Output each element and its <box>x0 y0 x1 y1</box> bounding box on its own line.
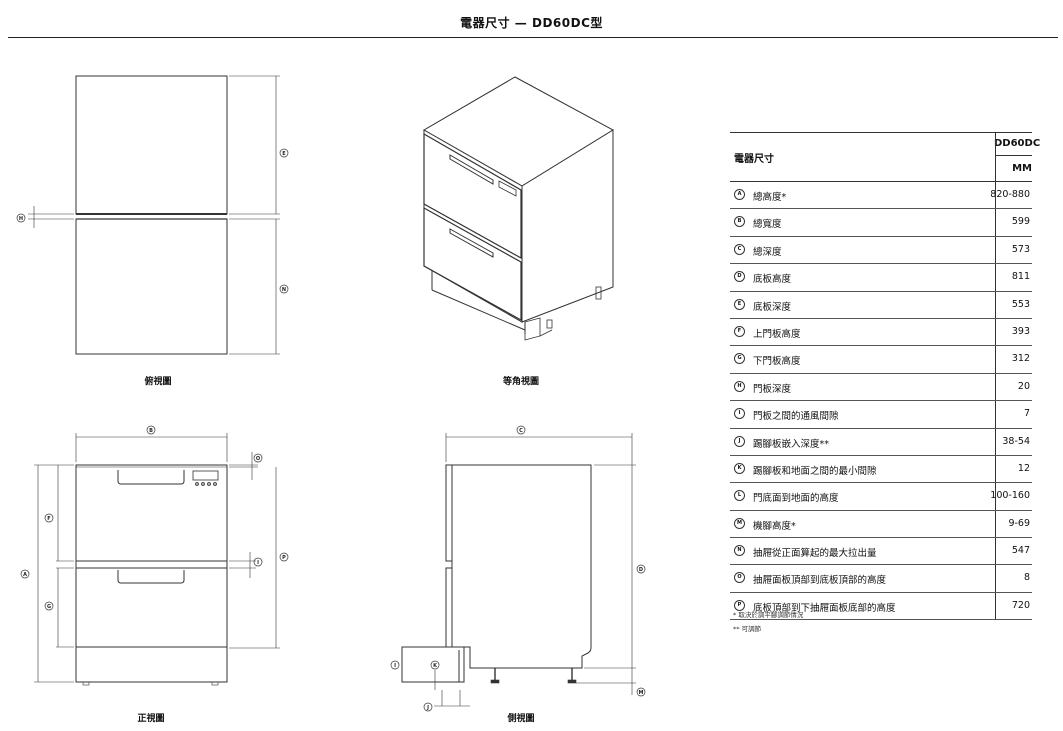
row-label: 上門板高度 <box>753 328 801 340</box>
front-view <box>34 433 280 686</box>
row-key-badge: K <box>734 462 745 474</box>
row-label: 總寬度 <box>753 219 782 231</box>
table-row: B 總寬度 599 <box>730 209 1032 237</box>
row-label: 底板高度 <box>753 274 792 286</box>
footnote-1: * 取決於調平腳調節情況 <box>733 611 804 619</box>
row-label: 踢腳板嵌入深度** <box>753 438 830 450</box>
row-value: 573 <box>1011 243 1030 255</box>
marker-I-side: I <box>394 663 396 669</box>
row-value: 100-160 <box>990 490 1030 502</box>
row-label: 底板深度 <box>753 301 792 313</box>
marker-O: O <box>256 456 260 462</box>
row-key-badge: B <box>734 216 745 228</box>
row-label: 抽屜面板頂部到底板頂部的高度 <box>753 575 887 587</box>
row-key-badge: G <box>734 353 745 365</box>
row-value: 811 <box>1011 271 1030 283</box>
marker-M: M <box>639 690 644 696</box>
marker-J: J <box>426 705 429 711</box>
row-label: 門底面到地面的高度 <box>753 493 839 505</box>
table-row: G 下門板高度 312 <box>730 346 1032 374</box>
table-unit: MM <box>1012 163 1032 174</box>
marker-K: K <box>433 663 438 669</box>
row-value: 12 <box>1017 462 1030 474</box>
top-view <box>28 75 280 355</box>
marker-E: E <box>282 151 286 157</box>
table-row: J 踢腳板嵌入深度** 38-54 <box>730 428 1032 456</box>
row-key-badge: I <box>734 408 745 420</box>
marker-G: G <box>47 604 51 610</box>
table-row: H 門板深度 20 <box>730 373 1032 402</box>
iso-view <box>422 76 614 341</box>
row-value: 8 <box>1023 572 1030 584</box>
table-row: C 總深度 573 <box>730 236 1032 265</box>
table-model: DD60DC <box>994 138 1041 149</box>
marker-H: H <box>19 216 23 222</box>
row-key-badge: C <box>734 243 745 255</box>
row-key-badge: H <box>734 380 745 392</box>
row-label: 總深度 <box>753 246 782 258</box>
row-label: 底板頂部到下抽屜面板底部的高度 <box>753 602 896 614</box>
row-value: 599 <box>1011 216 1030 228</box>
footnote-2: ** 可調節 <box>733 625 762 633</box>
row-value: 38-54 <box>1002 435 1030 447</box>
table-row: O 抽屜面板頂部到底板頂部的高度 8 <box>730 565 1032 593</box>
row-key-badge: N <box>734 545 745 557</box>
row-label: 下門板高度 <box>753 356 801 368</box>
title-divider <box>8 37 1058 38</box>
row-value: 547 <box>1011 545 1030 557</box>
marker-C: C <box>519 428 523 434</box>
marker-I-front: I <box>257 560 259 566</box>
table-row: A 總高度* 820-880 <box>730 182 1032 210</box>
table-header-label: 電器尺寸 <box>734 154 774 165</box>
row-label: 機腳高度* <box>753 520 796 532</box>
row-value: 393 <box>1011 325 1030 337</box>
table-row: P 底板頂部到下抽屜面板底部的高度 720 <box>730 592 1032 621</box>
row-key-badge: J <box>734 435 745 447</box>
row-label: 總高度* <box>753 192 787 203</box>
row-key-badge: A <box>734 189 745 200</box>
caption-front-view: 正視圖 <box>137 714 165 724</box>
row-value: 7 <box>1023 408 1030 420</box>
side-view <box>401 433 636 707</box>
row-label: 門板深度 <box>753 383 792 395</box>
caption-iso-view: 等角視圖 <box>502 377 539 387</box>
table-row: E 底板深度 553 <box>730 291 1032 319</box>
marker-N: N <box>282 287 286 293</box>
table-row: M 機腳高度* 9-69 <box>730 510 1032 539</box>
table-row: F 上門板高度 393 <box>730 318 1032 347</box>
row-key-badge: F <box>734 325 745 337</box>
row-value: 720 <box>1011 599 1030 611</box>
marker-F: F <box>47 516 50 522</box>
row-value: 820-880 <box>990 189 1030 200</box>
marker-B: B <box>149 428 153 434</box>
row-key-badge: E <box>734 298 745 310</box>
table-row: L 門底面到地面的高度 100-160 <box>730 483 1032 511</box>
marker-D: D <box>639 567 643 573</box>
caption-side-view: 側視圖 <box>507 714 535 724</box>
row-key-badge: M <box>734 517 745 529</box>
caption-top-view: 俯視圖 <box>144 377 172 387</box>
row-value: 312 <box>1011 353 1030 365</box>
table-row: D 底板高度 811 <box>730 264 1032 292</box>
dimension-markers <box>16 148 646 712</box>
page-title: 電器尺寸 — DD60DC型 <box>460 16 603 30</box>
row-key-badge: P <box>734 599 745 611</box>
row-label: 抽屜從正面算起的最大拉出量 <box>753 548 877 560</box>
table-row: I 門板之間的通風間隙 7 <box>730 401 1032 429</box>
table-header: 電器尺寸 DD60DC MM <box>730 132 1041 182</box>
row-label: 踢腳板和地面之間的最小間隙 <box>753 465 877 477</box>
row-key-badge: O <box>734 572 745 584</box>
row-key-badge: L <box>734 490 745 502</box>
table-row: K 踢腳板和地面之間的最小間隙 12 <box>730 455 1032 484</box>
table-row: N 抽屜從正面算起的最大拉出量 547 <box>730 538 1032 566</box>
marker-P: P <box>282 555 286 561</box>
row-value: 9-69 <box>1008 517 1030 529</box>
row-value: 20 <box>1017 380 1030 392</box>
row-label: 門板之間的通風間隙 <box>753 411 839 423</box>
row-key-badge: D <box>734 271 745 283</box>
marker-A: A <box>23 572 27 578</box>
row-value: 553 <box>1011 298 1030 310</box>
